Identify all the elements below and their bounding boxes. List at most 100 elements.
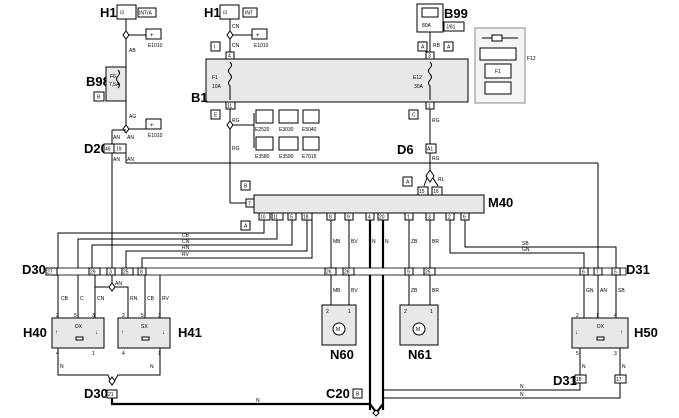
m40-pin: 20	[379, 215, 385, 221]
m40-wire-rl: RL	[438, 177, 445, 183]
wire-mb-label: MB	[333, 239, 341, 245]
d20-wire-an: AN	[113, 157, 120, 163]
wire-bv-label: BV	[351, 239, 358, 245]
m40-conn-a: A	[244, 224, 248, 230]
b98-fuse: F6	[110, 74, 116, 80]
m40-pin: 2	[448, 215, 451, 221]
b1-box	[205, 58, 469, 103]
m40-pin: 3	[428, 215, 431, 221]
h1-left-label: H1	[100, 5, 117, 20]
m40-conn-top-box	[402, 176, 413, 187]
b1-conn-left: E	[214, 113, 218, 119]
h40-h41-wires: CB C CN AN RN CB RV	[57, 275, 170, 318]
m40-module: M40 7 A 10 11 5 18 8 9 4 20 1 3 2 6	[230, 194, 513, 231]
d6-wire-rg-b: RG	[432, 156, 440, 162]
arrow-down-icon: ↓	[162, 330, 165, 336]
wire-n-label-b: N	[385, 239, 389, 245]
left-harness-wires: CB CN RN RV	[57, 220, 313, 268]
h1-mid-tag: INT	[245, 11, 253, 17]
mid-pin: 25	[425, 270, 431, 276]
b98-node	[122, 124, 130, 134]
motor-m-icon: M	[416, 327, 420, 333]
h40-box	[51, 317, 105, 349]
h50-wire-sb: SB	[618, 288, 625, 294]
ground-plus-icon: +	[150, 123, 154, 129]
h1-mid-switch: H1 ⊡ INT + E1010 CN CN I 4	[204, 4, 269, 60]
d6-pin: A1	[427, 147, 433, 153]
b98-ground-label: E1010	[148, 133, 163, 139]
n60-label: N60	[330, 347, 354, 362]
n60-wire-bv: BV	[351, 288, 358, 294]
rg-wire-a: RG	[232, 118, 240, 124]
d20-pin-b: 19	[116, 147, 122, 153]
h50-wire-gn: GN	[586, 288, 594, 294]
b1-fuse-right: E12	[413, 75, 422, 81]
d31-pin-bottom-a: 18	[576, 377, 582, 383]
b1-fuse-left: F1	[212, 75, 218, 81]
n60-pin: 1	[348, 309, 351, 315]
wire-gn-label: GN	[522, 247, 530, 253]
n60-wire-mb: MB	[333, 288, 341, 294]
b1-pin-bottom-left: 11	[227, 104, 232, 110]
m40-pin: 4	[368, 215, 371, 221]
h1-mid-node	[226, 30, 234, 40]
b1-fuse-right-icon	[428, 61, 432, 100]
rg-wire-b: RG	[232, 146, 240, 152]
d20-connector: D20 46 19 AN AN AN AN	[84, 129, 599, 270]
b1-conn-right: C	[412, 113, 416, 119]
h40-pin: 3	[92, 313, 95, 319]
ground-e3030-label: E3030	[279, 127, 294, 133]
h50-pin: 2	[576, 313, 579, 319]
ground-e3590-label: E3590	[279, 154, 294, 160]
f12-label: F12	[527, 56, 536, 62]
h1-mid-icon: ⊡	[223, 10, 227, 16]
ground-e2520-label: E2520	[255, 127, 270, 133]
d30-ground-node	[108, 376, 116, 386]
h50-pin: 5	[576, 351, 579, 357]
h40-wire-c: C	[80, 296, 84, 302]
h40-resistor-icon	[75, 336, 84, 341]
h1-left-wire-label: AB	[129, 48, 136, 54]
wire-n-label-a: N	[372, 239, 376, 245]
d30-pin-box	[121, 267, 134, 276]
m40-pin: 18	[303, 215, 309, 221]
wire-rv-label: RV	[182, 252, 190, 258]
n61-wire-br: BR	[432, 288, 439, 294]
m40-pin-row: 10 11 5 18 8 9 4 20 1 3 2 6	[258, 212, 470, 221]
m40-conn-top: A	[406, 180, 410, 186]
c20-conn: B	[356, 392, 360, 398]
h1-left-switch: H1 ⊡ INT/A + E1010 AB	[100, 4, 163, 67]
d6-connector: RG D6 A1 RG RL A 15 16	[397, 109, 445, 196]
h41-pin: 2	[122, 313, 125, 319]
h41-box	[117, 317, 171, 349]
m40-pin: 9	[347, 215, 350, 221]
arrow-down-icon: ↓	[95, 330, 98, 336]
b1-fuse-left-icon	[228, 61, 232, 100]
h1-left-ground-label: E1010	[148, 43, 163, 49]
c20-ground: C20 B	[326, 386, 384, 417]
rg-node	[226, 120, 234, 130]
h50-wire-an: AN	[600, 288, 607, 294]
f12-box-a	[479, 47, 517, 61]
h1-mid-conn: I	[214, 45, 215, 51]
b98-box	[105, 66, 127, 102]
b99-tag2-box	[443, 21, 465, 32]
d31-wire-n-a: N	[520, 384, 524, 390]
d31-pin: 5	[614, 270, 617, 276]
d31-wire-n-b: N	[520, 392, 524, 398]
d20-wire-an-b: AN	[127, 157, 134, 163]
h50-wire-n-b: N	[622, 364, 626, 370]
rg-ground-group: RG RG E2520 E3030 E5040 E3580 E3590 E701…	[226, 109, 320, 203]
m40-pin-15: 15	[419, 189, 425, 195]
d31-label: D31	[626, 262, 650, 277]
d30-pin-box	[137, 267, 147, 276]
n61-pin: 2	[404, 309, 407, 315]
h41-resistor-icon	[141, 336, 150, 341]
d30-label: D30	[22, 262, 46, 277]
d30-pin: 29	[90, 270, 96, 276]
h40-wire-n: N	[60, 364, 64, 370]
d31-pin: 6	[582, 270, 585, 276]
h50-pin: 4	[614, 313, 617, 319]
connector-strip: D30 D31 27 29 3 25 8 26 28 9 25 6 7 5	[22, 262, 650, 277]
m40-label: M40	[488, 195, 513, 210]
